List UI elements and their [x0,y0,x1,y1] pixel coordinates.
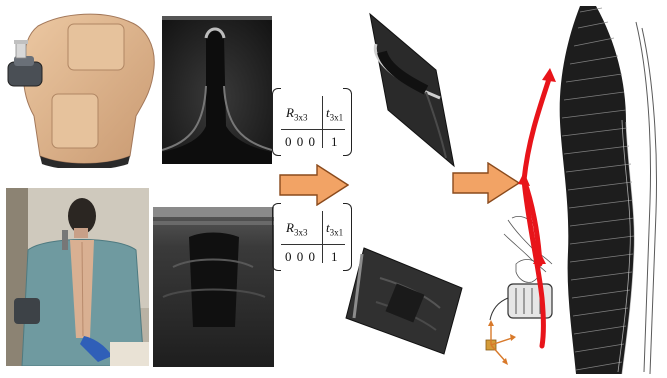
flow-arrow-1-icon [279,164,349,206]
one-entry: 1 [331,249,338,265]
matrix-divider-vertical [322,211,323,263]
reconstructed-volume [476,2,666,378]
matrix-divider-horizontal [281,244,345,245]
patient-back-photo [6,188,149,366]
ultrasound-image-top [162,16,272,164]
zero-row-entry: 0 0 0 [285,134,316,150]
matrix-divider-vertical [322,96,323,148]
matrix-bracket-left [272,88,281,156]
one-entry: 1 [331,134,338,150]
ultrasound-image-bottom [153,207,274,367]
phantom-torso-photo [4,6,160,168]
transformed-slice-bottom [340,238,465,356]
translation-entry: t3x1 [326,220,343,238]
rotation-entry: R3x3 [286,220,307,238]
transform-matrix-top: R3x3 t3x1 0 0 0 1 [272,88,352,156]
volume-slice-stack [560,6,657,374]
zero-row-entry: 0 0 0 [285,249,316,265]
matrix-bracket-left [272,203,281,271]
transformed-slice-top [342,10,462,170]
translation-entry: t3x1 [326,105,343,123]
rotation-entry: R3x3 [286,105,307,123]
coordinate-axes-icon [486,320,516,365]
matrix-divider-horizontal [281,129,345,130]
